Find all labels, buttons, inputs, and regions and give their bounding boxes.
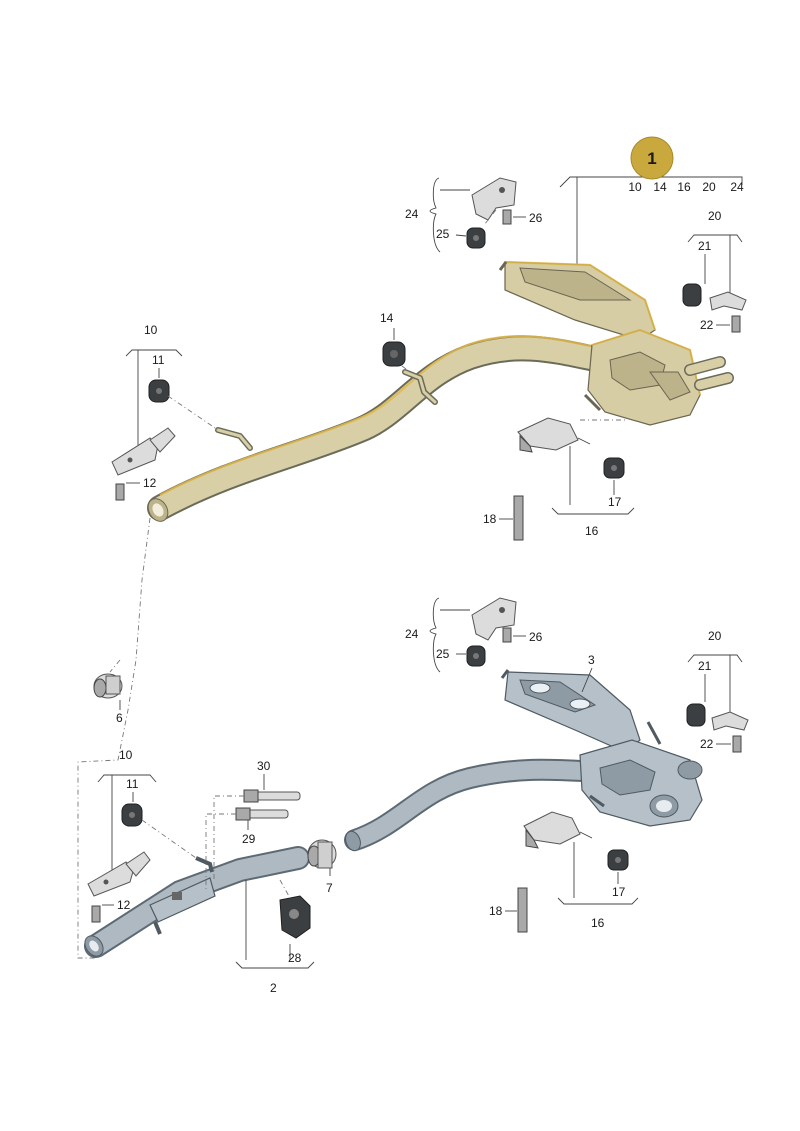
label-16-lower: 16 [591,916,605,930]
upper-assembly: 1 10 14 16 20 24 [111,136,747,541]
upper-front-silencer [498,260,657,341]
label-25: 25 [436,227,450,241]
bolt-12 [115,483,125,501]
label-24-lower: 24 [405,627,419,641]
lower-group-24: 24 25 26 [405,597,543,673]
label-7: 7 [326,881,333,895]
label-26-lower: 26 [529,630,543,644]
label-11: 11 [152,353,165,367]
bolt-22 [731,315,741,333]
badge-ref-20: 20 [702,180,716,194]
label-21-lower: 21 [698,659,712,673]
upper-group-14: 14 [380,311,411,373]
clamp-7: 7 [307,839,337,895]
label-14: 14 [380,311,394,325]
label-20-lower: 20 [708,629,722,643]
label-10-lower: 10 [119,748,133,762]
lower-front-pipe [84,846,310,958]
connection-lines: 6 [77,517,151,959]
upper-group-24: 24 25 26 [405,177,543,253]
lower-group-2: 2 28 [235,879,315,995]
badge-ref-14: 14 [653,180,667,194]
badge-ref-10: 10 [628,180,642,194]
upper-exhaust-pipe [147,335,613,522]
label-6: 6 [116,711,123,725]
label-17-lower: 17 [612,885,626,899]
label-11-lower: 11 [126,777,139,791]
label-30: 30 [257,759,271,773]
label-16: 16 [585,524,599,538]
label-10: 10 [144,323,158,337]
badge-ref-24: 24 [730,180,744,194]
rubber-mount-21 [682,283,702,307]
label-17: 17 [608,495,622,509]
bolt-26-lower [502,627,512,643]
bolt-18-lower [517,887,528,933]
lower-group-16: 17 16 18 [489,811,639,933]
upper-group-10: 10 11 12 [111,323,219,501]
upper-group-16: 17 16 18 [483,417,635,541]
rubber-mount-21-lower [686,703,706,727]
badge-number: 1 [647,149,656,168]
label-12: 12 [143,476,157,490]
label-26: 26 [529,211,543,225]
bolt-12-lower [91,905,101,923]
bolt-22-lower [732,735,742,753]
upper-rear-silencer [583,328,734,426]
label-22: 22 [700,318,714,332]
lower-front-silencer: 3 [500,653,641,753]
label-21: 21 [698,239,712,253]
label-18: 18 [483,512,497,526]
bolt-18 [513,495,524,541]
label-20: 20 [708,209,722,223]
badge-circle [630,136,674,180]
lower-rear-silencer [579,721,703,827]
badge-ref-16: 16 [677,180,691,194]
lower-middle-pipe [344,758,611,852]
label-28: 28 [288,951,302,965]
lower-group-20: 20 21 22 [686,629,749,753]
lower-assembly: 30 29 2 28 7 [84,597,749,995]
label-3: 3 [588,653,595,667]
lower-sensors: 30 29 [205,759,301,890]
upper-group-20: 20 21 22 [682,209,747,333]
label-22-lower: 22 [700,737,714,751]
label-12-lower: 12 [117,898,131,912]
label-25-lower: 25 [436,647,450,661]
badge-group: 1 10 14 16 20 24 [559,136,744,265]
lower-group-10: 10 11 12 [87,748,197,923]
bolt-26 [502,209,512,225]
label-2: 2 [270,981,277,995]
label-24: 24 [405,207,419,221]
label-18-lower: 18 [489,904,503,918]
clamp-6: 6 [93,673,123,725]
label-29: 29 [242,832,256,846]
